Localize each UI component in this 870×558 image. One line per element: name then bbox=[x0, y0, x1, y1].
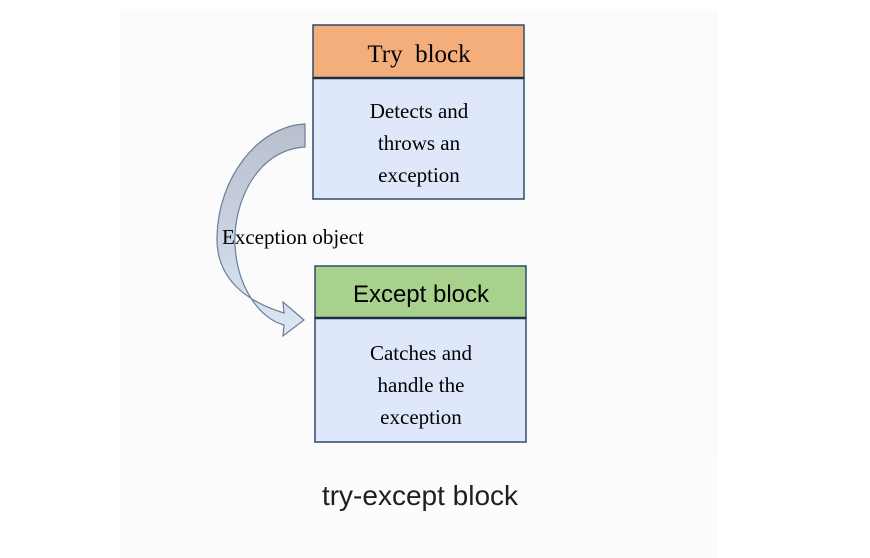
except-block-line-3: exception bbox=[380, 405, 462, 429]
figure-caption: try-except block bbox=[321, 480, 519, 511]
except-block-title: Except block bbox=[353, 281, 490, 308]
try-block-line-2: throws an bbox=[378, 131, 461, 155]
try-block-line-3: exception bbox=[378, 163, 460, 187]
try-block: Try block Detects and throws an exceptio… bbox=[312, 24, 525, 200]
exception-flow-arrow bbox=[216, 123, 306, 338]
except-block: Except block Catches and handle the exce… bbox=[314, 265, 527, 443]
exception-object-label: Exception object bbox=[222, 225, 364, 249]
try-block-line-1: Detects and bbox=[370, 99, 469, 123]
except-block-line-1: Catches and bbox=[370, 341, 473, 365]
except-block-body bbox=[314, 317, 527, 443]
try-block-title: Try block bbox=[367, 41, 471, 68]
caption-panel bbox=[120, 460, 718, 558]
try-block-header bbox=[312, 24, 525, 79]
except-block-line-2: handle the bbox=[378, 373, 465, 397]
try-block-body bbox=[312, 77, 525, 200]
